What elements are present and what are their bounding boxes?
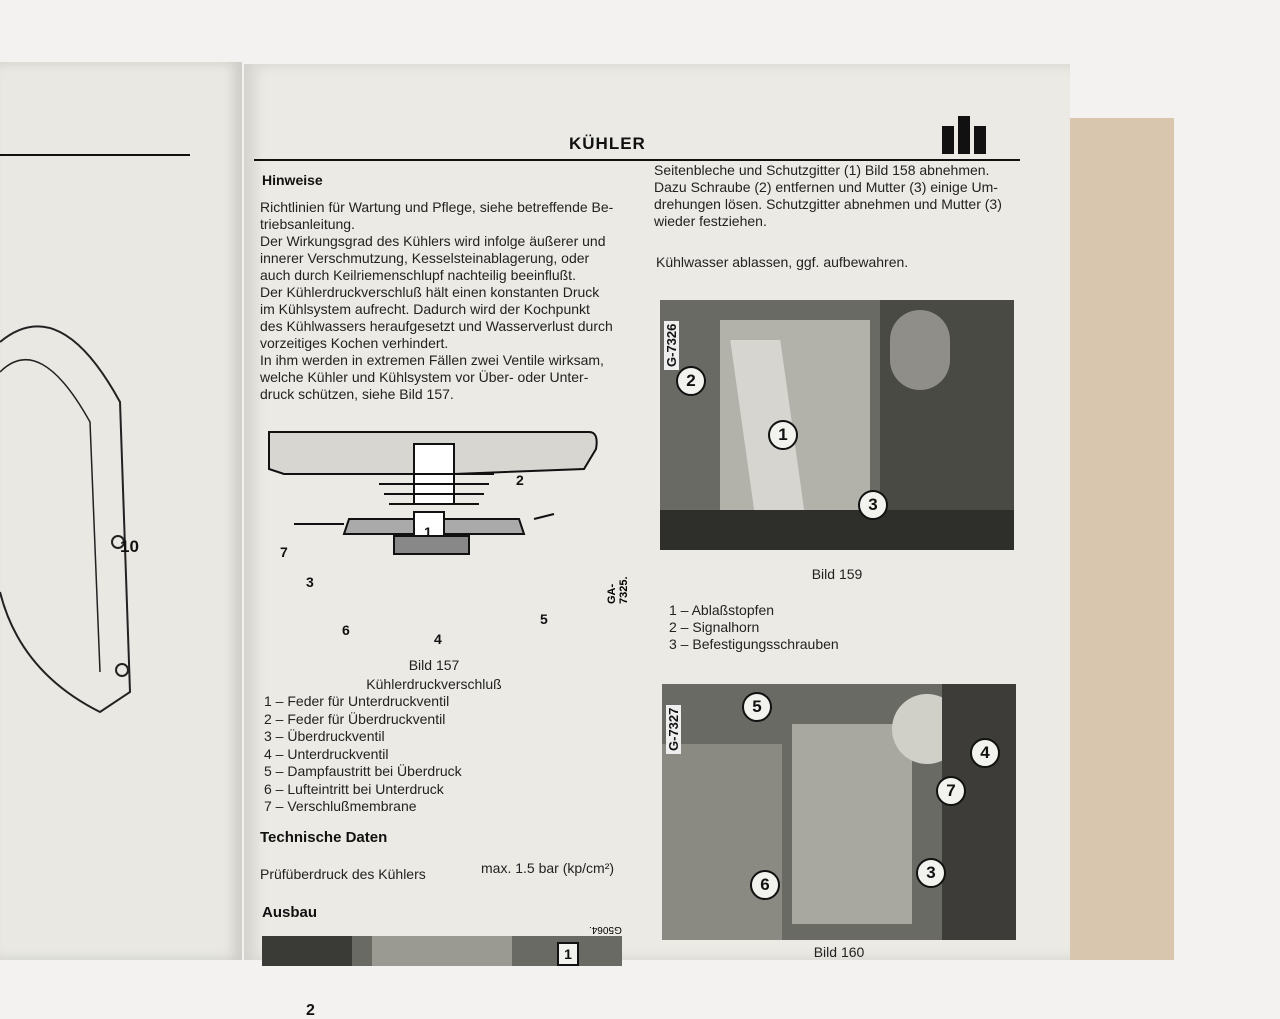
page-title: KÜHLER: [569, 134, 646, 153]
right-page: KÜHLER Hinweise Richtlinien für Wartung …: [244, 64, 1070, 1019]
figure-157-subtitle: Kühlerdruckverschluß: [366, 676, 502, 692]
legend-item: 3 – Befestigungsschrauben: [669, 636, 839, 652]
text-line: Seitenbleche und Schutzgitter (1) Bild 1…: [654, 162, 990, 178]
text-line: welche Kühler und Kühlsystem vor Über- o…: [260, 369, 589, 385]
cover-drawing: [0, 325, 132, 714]
figure-code: G5064.: [589, 924, 622, 935]
figure-160-photo: G-7327 3 4 5 6 7: [662, 684, 1016, 940]
figure-160-caption: Bild 160: [813, 944, 865, 960]
callout-6: 6: [342, 622, 350, 638]
legend-item: 5 – Dampfaustritt bei Überdruck: [264, 763, 462, 779]
callout-5: 5: [540, 611, 548, 627]
text-line: In ihm werden in extremen Fällen zwei Ve…: [260, 352, 604, 368]
hinweise-text: Richtlinien für Wartung und Pflege, sieh…: [260, 199, 620, 403]
legend-item: 4 – Unterdruckventil: [264, 745, 389, 762]
legend-item: 2 – Signalhorn: [669, 619, 760, 635]
callout-5[interactable]: 5: [742, 692, 772, 722]
callout-4: 4: [434, 631, 442, 647]
text-line: vorzeitiges Kochen verhindert.: [260, 335, 449, 351]
legend-item: 6 – Lufteintritt bei Unterdruck: [264, 780, 444, 797]
callout-7[interactable]: 7: [936, 776, 966, 806]
callout-2[interactable]: 2: [676, 366, 706, 396]
text-line: Richtlinien für Wartung und Pflege, sieh…: [260, 199, 614, 215]
figure-159-legend: 1 – Ablaßstopfen 2 – Signalhorn 3 – Befe…: [669, 602, 839, 653]
figure-159-photo: G-7326 1 2 3: [660, 300, 1014, 550]
callout-6[interactable]: 6: [750, 870, 780, 900]
figure-157-diagram: 1 2 3 4 5 6 7 GA-7325.: [254, 424, 630, 649]
legend-item: 3 – Überdruckventil: [264, 728, 385, 744]
ih-logo: [942, 116, 986, 154]
figure-code: GA-7325.: [606, 576, 630, 604]
technische-daten-heading: Technische Daten: [260, 829, 388, 846]
legend-item: 1 – Feder für Unterdruckventil: [264, 693, 450, 709]
callout-7: 7: [280, 544, 288, 560]
header-rule: [254, 159, 1020, 161]
callout-2: 2: [306, 1002, 315, 1019]
callout-1: 1: [557, 942, 579, 966]
callout-3[interactable]: 3: [916, 858, 946, 888]
legend-item: 1 – Ablaßstopfen: [669, 602, 775, 618]
figure-159-caption: Bild 159: [811, 566, 863, 582]
callout-4[interactable]: 4: [970, 738, 1000, 768]
text-line: drehungen lösen. Schutzgitter abnehmen u…: [654, 196, 1002, 212]
tech-value: max. 1.5 bar (kp/cm²): [481, 860, 615, 876]
text-line: des Kühlwassers heraufgesetzt und Wasser…: [260, 318, 613, 334]
callout-3: 3: [306, 574, 314, 590]
figure-code: G-7327: [666, 704, 681, 754]
text-line: triebsanleitung.: [260, 216, 355, 232]
figure-158-photo: 1: [262, 936, 622, 966]
header-rule: [0, 154, 190, 156]
ausbau-heading: Ausbau: [262, 904, 318, 921]
legend-item: 2 – Feder für Überdruckventil: [264, 710, 446, 727]
drain-instruction: Kühlwasser ablassen, ggf. aufbewahren.: [656, 254, 909, 270]
callout-1[interactable]: 1: [768, 420, 798, 450]
figure-157-legend: 1 – Feder für Unterdruckventil 2 – Feder…: [264, 693, 462, 816]
removal-instructions: Seitenbleche und Schutzgitter (1) Bild 1…: [654, 162, 1002, 230]
figure-157-caption: Bild 157: [408, 657, 460, 673]
text-line: wieder festziehen.: [654, 213, 767, 229]
text-line: druck schützen, siehe Bild 157.: [260, 386, 454, 402]
figure-code: G-7326: [664, 320, 679, 370]
tech-label: Prüfüberdruck des Kühlers: [260, 866, 426, 882]
callout-1: 1: [424, 524, 432, 540]
legend-item: 7 – Verschlußmembrane: [264, 798, 417, 814]
callout-2: 2: [516, 472, 524, 488]
callout-3[interactable]: 3: [858, 490, 888, 520]
text-line: im Kühlsystem aufrecht. Dadurch wird der…: [260, 301, 590, 317]
hinweise-heading: Hinweise: [262, 172, 323, 188]
callout-10: 10: [120, 537, 139, 556]
text-line: Dazu Schraube (2) entfernen und Mutter (…: [654, 179, 998, 195]
text-line: Der Kühlerdruckverschluß hält einen kons…: [260, 284, 600, 300]
text-line: innerer Verschmutzung, Kesselsteinablage…: [260, 250, 590, 266]
text-line: auch durch Keilriemenschlupf nachteilig …: [260, 267, 576, 283]
left-page: 10: [0, 62, 242, 960]
text-line: Der Wirkungsgrad des Kühlers wird infolg…: [260, 233, 606, 249]
